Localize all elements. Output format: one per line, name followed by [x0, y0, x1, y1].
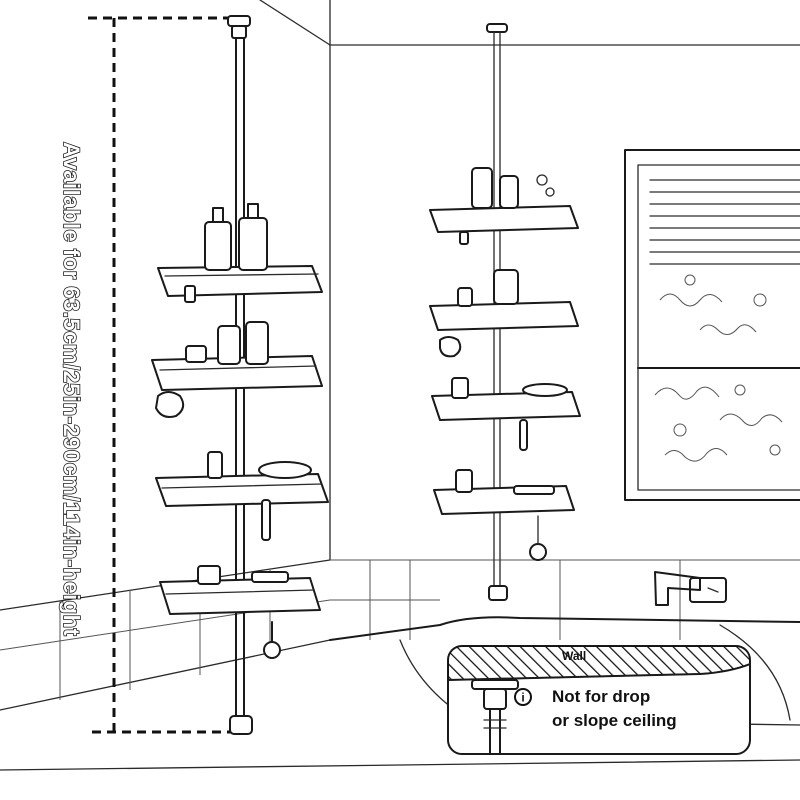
caddy-shelf: [431, 377, 581, 451]
ceiling-warning-callout: Wall i Not for drop or slope ceiling: [447, 645, 751, 755]
info-icon: i: [514, 688, 532, 706]
warning-line-1: Not for drop: [552, 687, 650, 706]
window-blinds: [649, 179, 800, 265]
caddy-shelf: [155, 451, 329, 541]
tile-grid: [0, 559, 800, 700]
height-range-label: Available for 63.5cm/25in-290cm/114in-he…: [59, 142, 84, 637]
caddy-shelf: [433, 469, 575, 561]
caddy-shelf: [159, 565, 321, 659]
info-icon-glyph: i: [521, 691, 524, 705]
warning-line-2: or slope ceiling: [552, 711, 677, 730]
window-foliage: [654, 274, 783, 462]
wall-label: Wall: [562, 649, 586, 663]
caddy-shelf: [429, 167, 579, 245]
right-caddy: [429, 23, 581, 601]
caddy-shelf: [151, 321, 323, 418]
caddy-shelf: [429, 269, 579, 358]
height-bracket: [88, 16, 242, 734]
window: [624, 149, 800, 501]
left-caddy: [151, 15, 329, 735]
faucet: [654, 571, 727, 606]
caddy-shelf: [157, 203, 323, 303]
